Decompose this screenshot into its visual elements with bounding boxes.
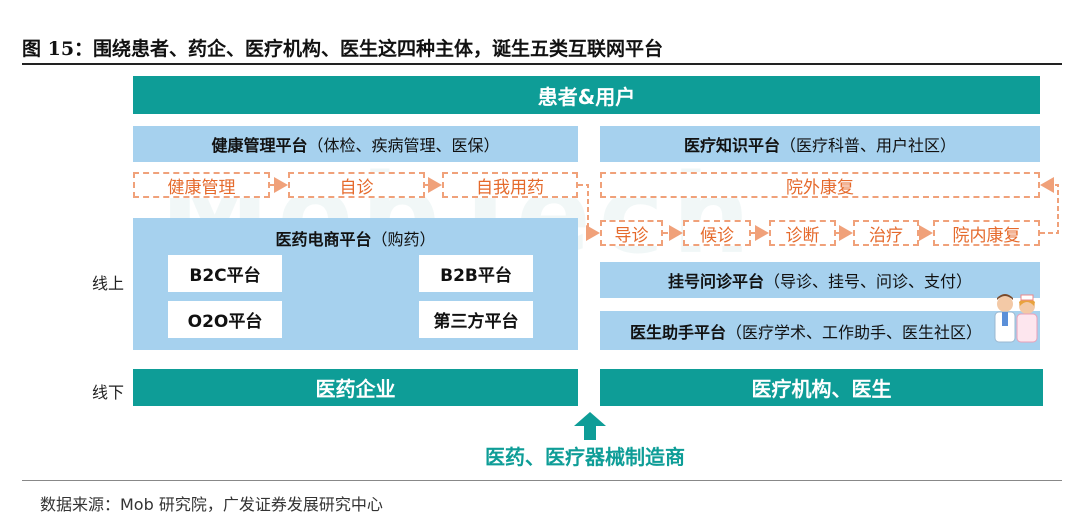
up-arrow-icon — [574, 412, 606, 440]
medical-knowledge-platform: 医疗知识平台 （医疗科普、用户社区） — [600, 126, 1040, 162]
knowledge-platform-detail: （医疗科普、用户社区） — [780, 136, 957, 155]
b2b-platform: B2B平台 — [419, 255, 533, 292]
health-platform-detail: （体检、疾病管理、医保） — [307, 136, 500, 155]
title-rule — [22, 63, 1062, 65]
registration-platform-detail: （导诊、挂号、问诊、支付） — [764, 272, 973, 291]
flow-step-waiting: 候诊 — [683, 220, 751, 246]
ecommerce-platform-name: 医药电商平台 — [275, 230, 372, 249]
registration-platform-name: 挂号问诊平台 — [667, 272, 764, 291]
source-rule — [22, 480, 1062, 481]
flow-step-outpatient-rehab: 院外康复 — [600, 172, 1040, 198]
medical-institutions-bar: 医疗机构、医生 — [600, 369, 1043, 406]
flow-step-self-medication: 自我用药 — [442, 172, 578, 198]
third-party-platform: 第三方平台 — [419, 301, 533, 338]
doctor-assistant-platform: 医生助手平台 （医疗学术、工作助手、医生社区） — [600, 311, 1040, 350]
online-label: 线上 — [92, 274, 125, 293]
health-platform-name: 健康管理平台 — [211, 136, 308, 155]
flow-step-diagnosis: 诊断 — [769, 220, 836, 246]
ecommerce-platform-heading: 医药电商平台（购药） — [133, 226, 578, 249]
registration-consultation-platform: 挂号问诊平台 （导诊、挂号、问诊、支付） — [600, 262, 1040, 298]
offline-label: 线下 — [92, 383, 125, 402]
ecommerce-platform-detail: （购药） — [371, 230, 436, 249]
figure-title: 图 15：围绕患者、药企、医疗机构、医生这四种主体，诞生五类互联网平台 — [22, 38, 664, 60]
doctor-platform-name: 医生助手平台 — [630, 322, 727, 342]
pharma-enterprise-bar: 医药企业 — [133, 369, 578, 406]
flow-step-inpatient-rehab: 院内康复 — [933, 220, 1040, 246]
manufacturers-label: 医药、医疗器械制造商 — [485, 445, 685, 469]
o2o-platform: O2O平台 — [168, 301, 282, 338]
doctor-nurse-icon — [994, 294, 1038, 343]
source-note: 数据来源：Mob 研究院，广发证券发展研究中心 — [40, 495, 383, 514]
doctor-platform-detail: （医疗学术、工作助手、医生社区） — [726, 322, 983, 342]
flow-step-self-diagnosis: 自诊 — [288, 172, 425, 198]
flow-step-treatment: 治疗 — [853, 220, 919, 246]
flow-step-guidance: 导诊 — [600, 220, 663, 246]
patients-users-bar: 患者&用户 — [133, 76, 1040, 114]
b2c-platform: B2C平台 — [168, 255, 282, 292]
health-management-platform: 健康管理平台 （体检、疾病管理、医保） — [133, 126, 578, 162]
flow-step-health-management: 健康管理 — [133, 172, 270, 198]
knowledge-platform-name: 医疗知识平台 — [683, 136, 780, 155]
